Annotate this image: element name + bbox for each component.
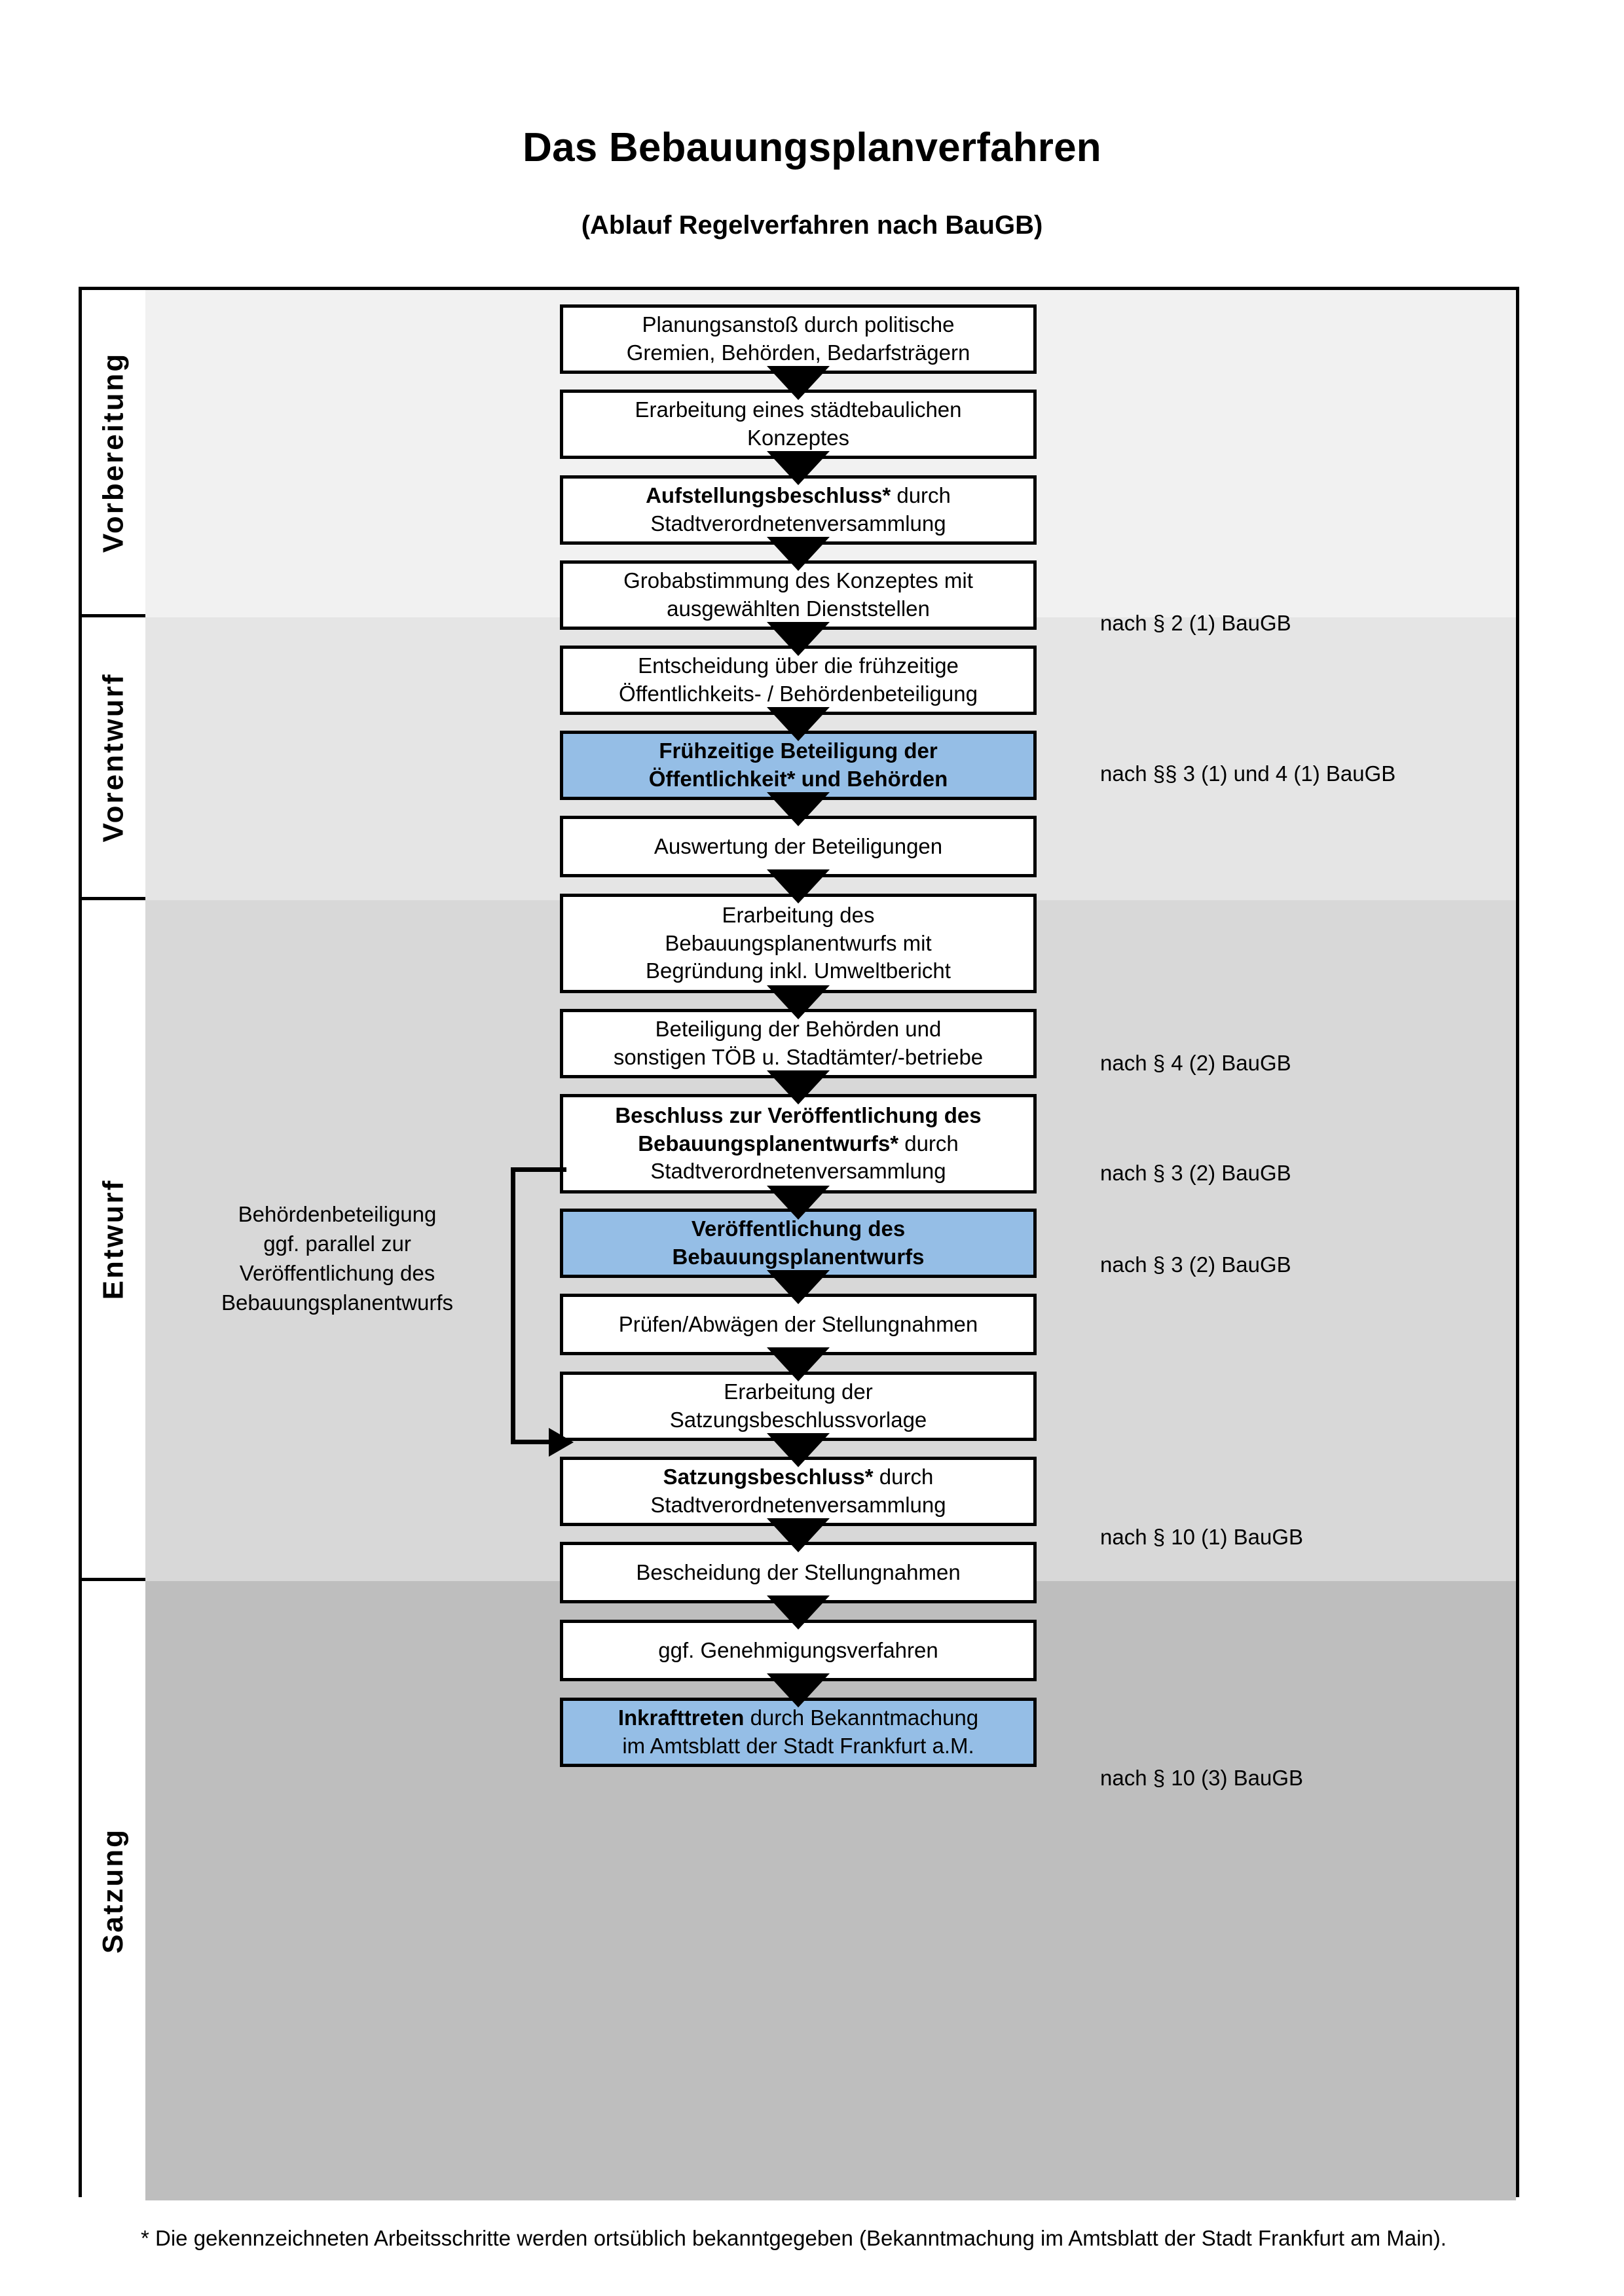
flow-arrow-down [767, 1595, 830, 1630]
flow-arrow-down [767, 451, 830, 485]
phase-label-vorentwurf: Vorentwurf [82, 617, 145, 900]
phase-label-entwurf: Entwurf [82, 900, 145, 1581]
parallel-process-note-line: Bebauungsplanentwurfs [221, 1290, 454, 1315]
footnote-text: * Die gekennzeichneten Arbeitsschritte w… [141, 2226, 1447, 2250]
flow-arrow-down [767, 366, 830, 400]
flow-arrow-down [767, 1270, 830, 1304]
flow-arrow-down [767, 537, 830, 571]
flow-arrow-down [767, 1186, 830, 1220]
flow-arrow-down [767, 985, 830, 1019]
law-reference-note: nach § 10 (3) BauGB [1100, 1766, 1304, 1790]
flow-step-prüfen-abwägen-der-stellungnahmen: Prüfen/Abwägen der Stellungnahmen [560, 1294, 1037, 1355]
connector-segment-bottom [511, 1440, 551, 1444]
law-reference-note: nach § 3 (2) BauGB [1100, 1161, 1291, 1185]
parallel-process-note-line: Behördenbeteiligung [238, 1202, 437, 1226]
flow-step-label: Bescheidung der Stellungnahmen [636, 1559, 961, 1584]
flow-arrow-down [767, 792, 830, 826]
connector-segment-top [511, 1167, 566, 1172]
flow-step-label: Auswertung der Beteiligungen [654, 833, 943, 858]
flow-arrow-down [767, 1673, 830, 1707]
flow-step-label: ggf. Genehmigungsverfahren [658, 1637, 938, 1662]
law-reference-note: nach §§ 3 (1) und 4 (1) BauGB [1100, 761, 1396, 786]
flow-arrow-down [767, 1433, 830, 1467]
phase-band-satzung [145, 1581, 1516, 2200]
law-reference-note: nach § 10 (1) BauGB [1100, 1525, 1304, 1549]
page-title: Das Bebauungsplanverfahren [523, 125, 1101, 170]
parallel-process-note-line: Veröffentlichung des [239, 1260, 435, 1285]
flow-arrow-down [767, 1347, 830, 1381]
flow-arrow-down [767, 869, 830, 903]
flow-step-label: Prüfen/Abwägen der Stellungnahmen [618, 1311, 978, 1336]
law-reference-note: nach § 4 (2) BauGB [1100, 1051, 1291, 1075]
flow-arrow-down [767, 1070, 830, 1104]
phase-label-satzung: Satzung [82, 1581, 145, 2200]
page-subtitle: (Ablauf Regelverfahren nach BauGB) [581, 211, 1043, 240]
phase-label-vorbereitung: Vorbereitung [82, 290, 145, 617]
flow-step-auswertung-der-beteiligungen: Auswertung der Beteiligungen [560, 816, 1037, 877]
flow-arrow-down [767, 1518, 830, 1552]
connector-segment-vertical [511, 1167, 515, 1444]
law-reference-note: nach § 3 (2) BauGB [1100, 1252, 1291, 1277]
law-reference-note: nach § 2 (1) BauGB [1100, 611, 1291, 635]
flow-arrow-down [767, 622, 830, 656]
flow-arrow-down [767, 707, 830, 741]
parallel-process-note-line: ggf. parallel zur [263, 1231, 411, 1256]
connector-arrowhead [549, 1428, 574, 1457]
